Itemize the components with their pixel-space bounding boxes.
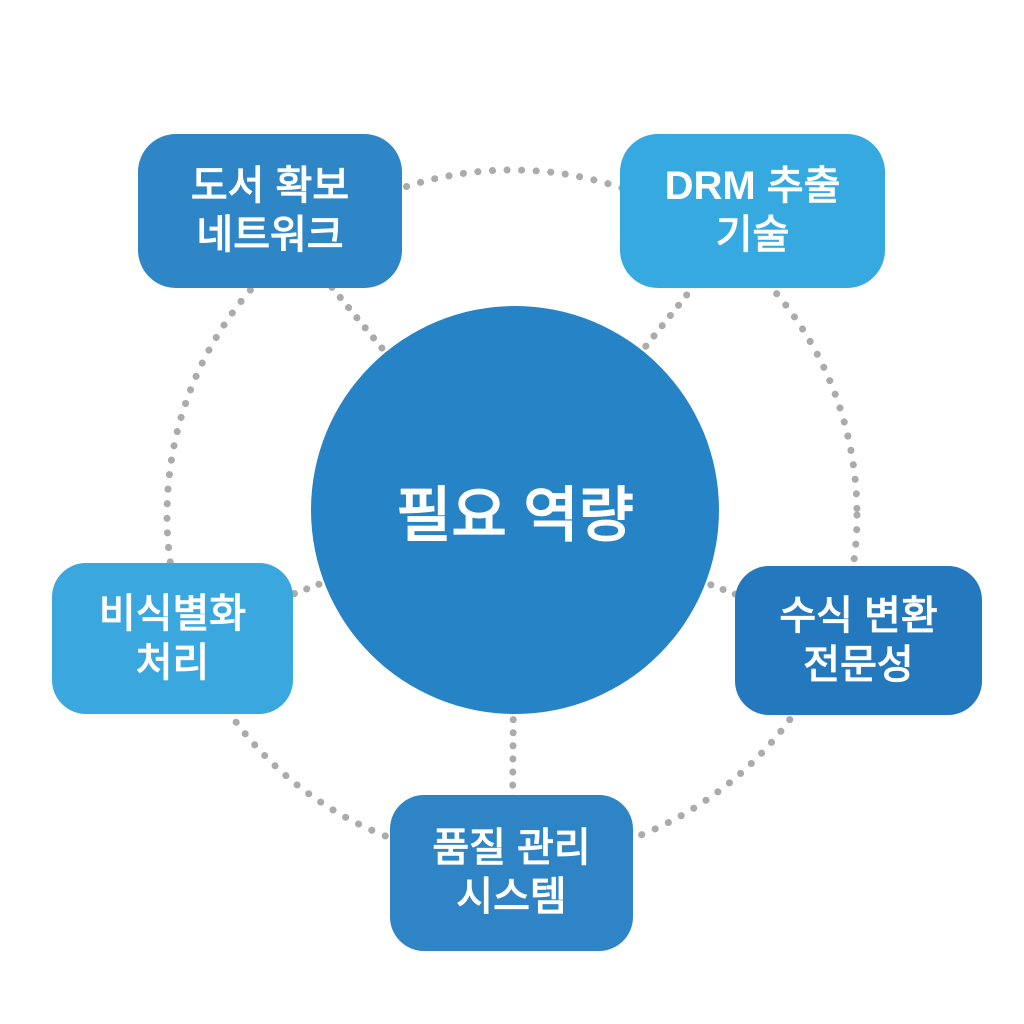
center-label: 필요 역량 — [396, 481, 634, 549]
node-quality-management-system: 품질 관리 시스템 — [390, 795, 633, 951]
node-drm-extraction-tech: DRM 추출 기술 — [620, 134, 885, 288]
node-book-acquisition-network: 도서 확보 네트워크 — [138, 134, 402, 288]
node-deidentification-processing: 비식별화 처리 — [52, 563, 293, 714]
center-circle — [311, 306, 719, 714]
node-formula-conversion-expertise: 수식 변환 전문성 — [735, 566, 982, 715]
